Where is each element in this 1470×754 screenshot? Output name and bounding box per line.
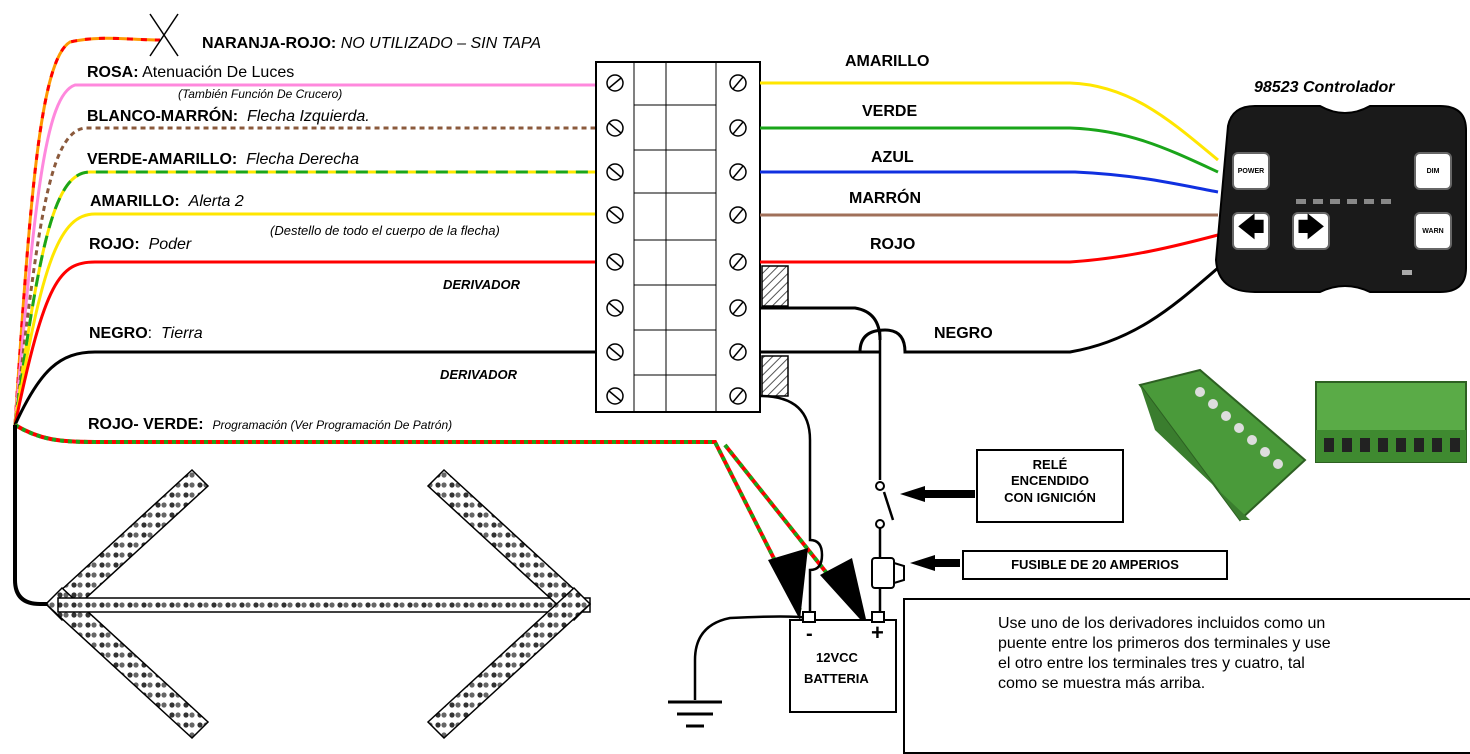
dim-button: DIM (1414, 152, 1452, 190)
right-red-label: ROJO (870, 236, 916, 253)
jumper-note-box: Use uno de los derivadores incluidos com… (903, 598, 1470, 754)
battery-negative: - (806, 623, 813, 645)
red-green-wire (13, 423, 802, 611)
green-yellow-label: VERDE-AMARILLO: Flecha Derecha (87, 151, 360, 168)
right-red-wire (760, 233, 1219, 264)
black-wire (13, 350, 600, 426)
right-black-label: NEGRO (934, 325, 993, 342)
jumper-label-2: DERIVADOR (440, 367, 518, 382)
jumper-label-1: DERIVADOR (443, 277, 521, 292)
arrow-cable (13, 425, 60, 606)
screw-terminals-left (606, 74, 624, 405)
yellow-sublabel: (Destello de todo el cuerpo de la flecha… (270, 223, 500, 238)
right-yellow-wire (760, 81, 1219, 162)
yellow-label: AMARILLO: Alerta 2 (90, 193, 244, 210)
controller-title: 98523 Controlador (1254, 79, 1395, 96)
yellow-wire (13, 212, 600, 426)
orange-red-label: NARANJA-ROJO: NO UTILIZADO – SIN TAPA (202, 35, 542, 52)
jumper-note-text: Use uno de los derivadores incluidos com… (998, 615, 1331, 692)
warn-button: WARN (1414, 212, 1452, 250)
green-connector-1 (1138, 368, 1307, 522)
relay-pointer (900, 486, 975, 502)
left-arrow-button: 🡄 (1232, 212, 1270, 250)
relay-switch (882, 491, 895, 521)
right-green-wire (760, 126, 1219, 174)
jumper-1 (761, 265, 789, 307)
orange-red-wire (13, 36, 161, 426)
screw-terminals-right (729, 74, 747, 405)
battery (789, 619, 897, 713)
fuse-label-box: FUSIBLE DE 20 AMPERIOS (962, 550, 1228, 580)
red-label: ROJO: Poder (89, 236, 192, 253)
battery-positive: + (871, 620, 884, 645)
right-brown-label: MARRÓN (849, 190, 921, 207)
right-blue-wire (760, 170, 1219, 194)
relay-label-box: RELÉ ENCENDIDO CON IGNICIÓN (976, 449, 1124, 523)
arrow-lightbar (44, 468, 592, 740)
arrowhead-2 (820, 558, 868, 628)
right-arrow-button: 🡆 (1292, 212, 1330, 250)
fuse-pointer (910, 555, 960, 571)
green-connector-2 (1315, 381, 1467, 463)
white-brown-label: BLANCO-MARRÓN: Flecha Izquierda. (87, 108, 370, 125)
battery-name: BATTERIA (804, 671, 869, 686)
arrowhead-1 (768, 548, 808, 620)
power-button: POWER (1232, 152, 1270, 190)
black-label: NEGRO: Tierra (89, 325, 203, 342)
red-wire (13, 260, 600, 426)
right-blue-label: AZUL (871, 149, 914, 166)
fuse (871, 557, 895, 589)
right-yellow-label: AMARILLO (845, 53, 930, 70)
right-green-label: VERDE (862, 103, 918, 120)
negative-wire (759, 394, 824, 620)
ground-wire (693, 615, 811, 700)
jumper-2 (761, 355, 789, 397)
battery-voltage: 12VCC (816, 650, 858, 665)
red-green-label: ROJO- VERDE: Programación (Ver Programac… (88, 416, 453, 433)
pink-wire (13, 83, 600, 426)
controller-device (1214, 105, 1467, 293)
pink-label: ROSA: Atenuación De Luces (87, 64, 295, 81)
pink-sublabel: (También Función De Crucero) (178, 87, 343, 101)
